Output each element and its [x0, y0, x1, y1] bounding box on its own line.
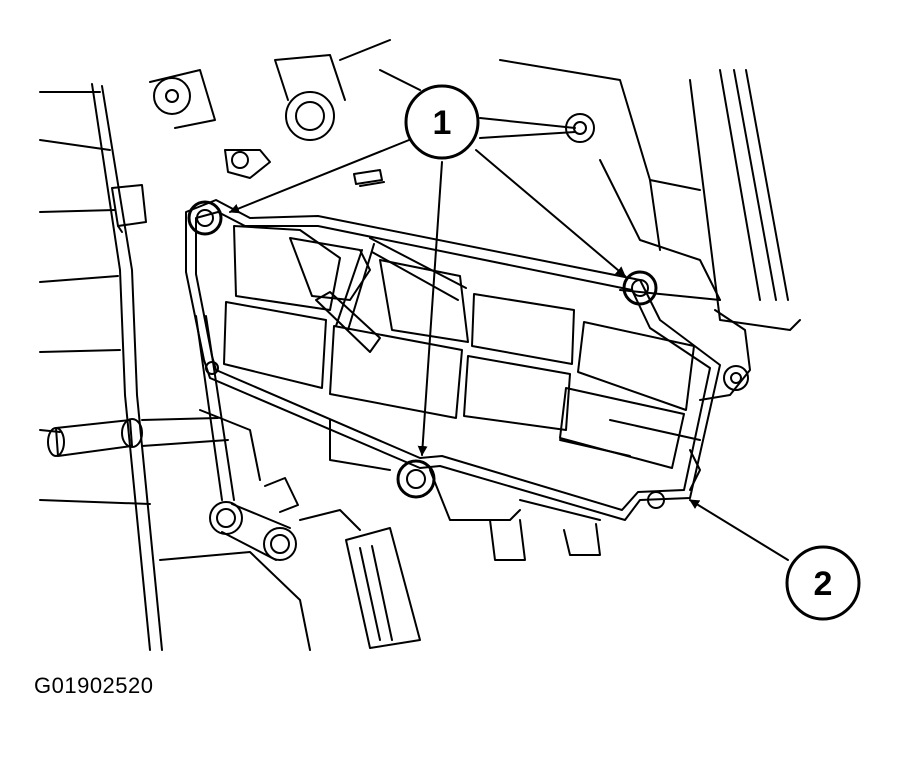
background-housing-right	[353, 59, 801, 441]
callout-1-circle	[404, 84, 480, 160]
bolt-lower-center	[396, 459, 436, 499]
leader-to-bolt-upper-left	[229, 137, 415, 214]
callout-2-label: 2	[814, 565, 833, 603]
background-housing-left	[39, 83, 163, 651]
rivet-lower-right	[647, 491, 665, 509]
figure-id-code: G01902520	[34, 673, 154, 698]
left-shaft	[47, 417, 229, 457]
callout-2: 2	[785, 545, 861, 621]
lower-actuator-linkage	[195, 315, 299, 561]
lower-housing	[159, 419, 601, 651]
leader-to-bolt-upper-right	[475, 149, 626, 277]
leader-to-bolt-lower-center	[417, 161, 443, 456]
cover-plate	[185, 199, 721, 521]
cover-grid-panels	[223, 225, 695, 469]
linkage-lever	[315, 237, 467, 353]
leader-to-cover-plate	[689, 499, 789, 561]
callout-2-circle	[785, 545, 861, 621]
upper-mounting-bosses	[149, 39, 421, 179]
callout-1-leaders	[229, 137, 626, 456]
bolt-upper-left	[187, 200, 223, 236]
callout-1: 1	[404, 84, 480, 160]
bolt-upper-right	[622, 270, 658, 306]
rivet-left	[205, 361, 219, 375]
cover-bolts	[187, 200, 749, 509]
right-housing-flange	[689, 309, 751, 491]
callout-1-label: 1	[433, 104, 452, 142]
bolt-right-edge	[723, 365, 749, 391]
